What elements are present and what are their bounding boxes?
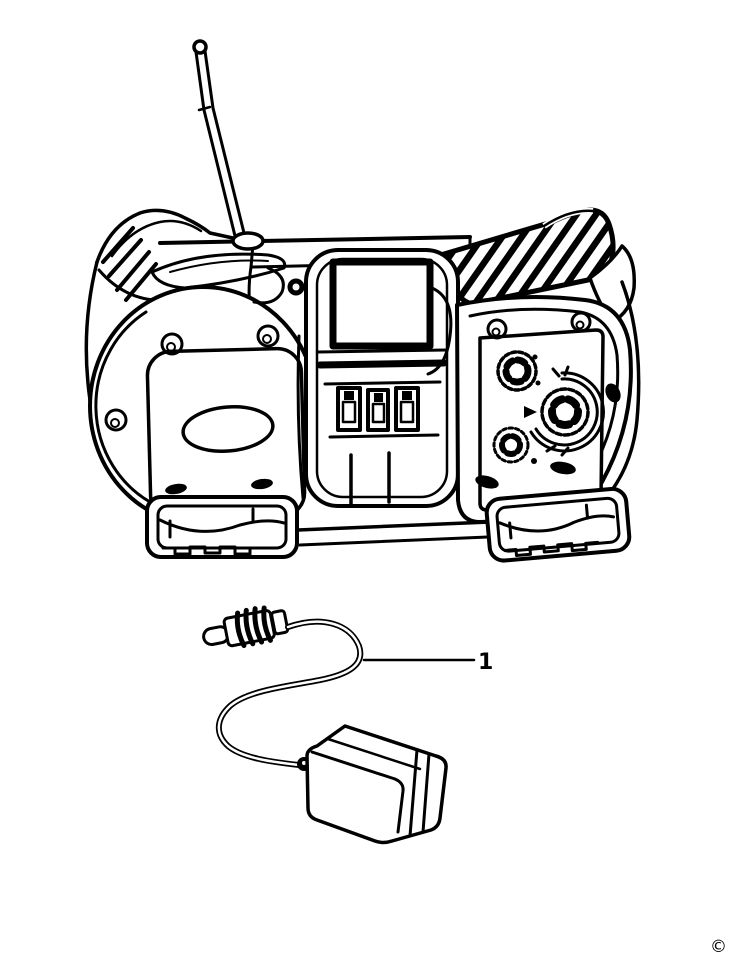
handle-grip-hatched [441,207,616,307]
adapter-barrel-plug [202,605,290,648]
right-handle-grip [441,207,641,509]
left-foot [145,495,299,559]
left-speaker-pod [88,285,318,527]
callout-number: 1 [478,650,493,675]
radio-illustration [84,39,641,563]
power-adapter-illustration: 1 [202,605,493,845]
bolt-icon [165,483,187,495]
screw-icon [570,311,592,333]
pivot-dot [287,278,305,296]
battery-pack [329,258,434,350]
bolt-icon [251,478,273,490]
antenna-tip [192,39,208,55]
screw-icon [256,324,280,348]
battery-latch [426,286,453,376]
screw-icon [160,332,184,356]
screw-icon [486,318,508,340]
control-panel [478,328,605,512]
tuning-knob [524,365,605,457]
arrow-icon [524,406,537,418]
tone-knob [496,350,541,392]
screw-icon [104,408,128,432]
volume-knob [492,426,537,464]
bolt-icon [605,383,621,403]
left-panel [145,346,307,522]
bolt-icon [475,475,499,489]
battery-bay [252,248,460,508]
callout-1: 1 [362,650,493,675]
battery-terminals [336,386,420,432]
handle-cutout-oval [181,404,275,454]
copyright-symbol: © [710,937,727,957]
bolt-icon [550,461,576,475]
left-handle-grip-hatch [101,226,158,302]
right-control-pod [455,294,633,524]
antenna [192,39,265,251]
right-foot [484,486,632,563]
adapter-body [305,724,448,845]
antenna-base [231,231,265,251]
